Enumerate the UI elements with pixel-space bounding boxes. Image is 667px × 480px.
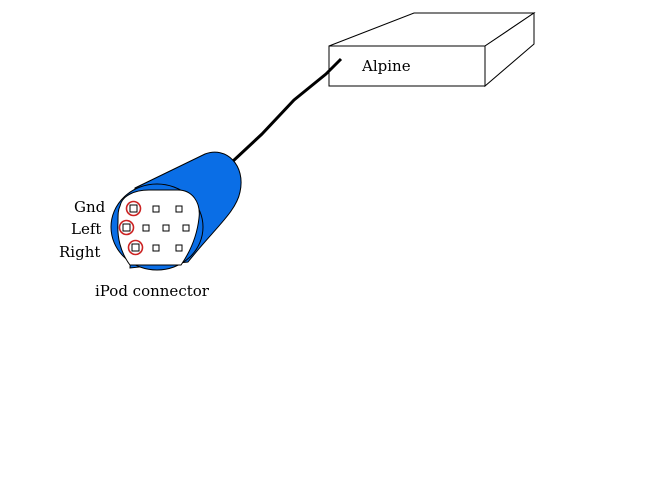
- connector-caption: iPod connector: [95, 282, 210, 300]
- gnd-label: Gnd: [74, 198, 106, 216]
- pin: [175, 205, 183, 213]
- right-pin-highlight: [127, 239, 144, 256]
- right-label: Right: [59, 243, 100, 261]
- alpine-box-front: [328, 45, 486, 87]
- ipod-connector: [110, 151, 242, 271]
- left-pin-highlight: [118, 219, 135, 236]
- alpine-label: Alpine: [361, 57, 411, 75]
- alpine-box: Alpine: [328, 12, 536, 88]
- pin: [129, 204, 138, 213]
- gnd-pin-highlight: [125, 200, 142, 217]
- pin: [152, 205, 160, 213]
- pin: [175, 244, 183, 252]
- pin: [162, 224, 170, 232]
- pin: [152, 244, 160, 252]
- pin: [182, 224, 190, 232]
- pin: [131, 243, 140, 252]
- cable: [230, 57, 343, 164]
- left-label: Left: [71, 220, 101, 238]
- pin: [142, 224, 150, 232]
- pin: [122, 223, 131, 232]
